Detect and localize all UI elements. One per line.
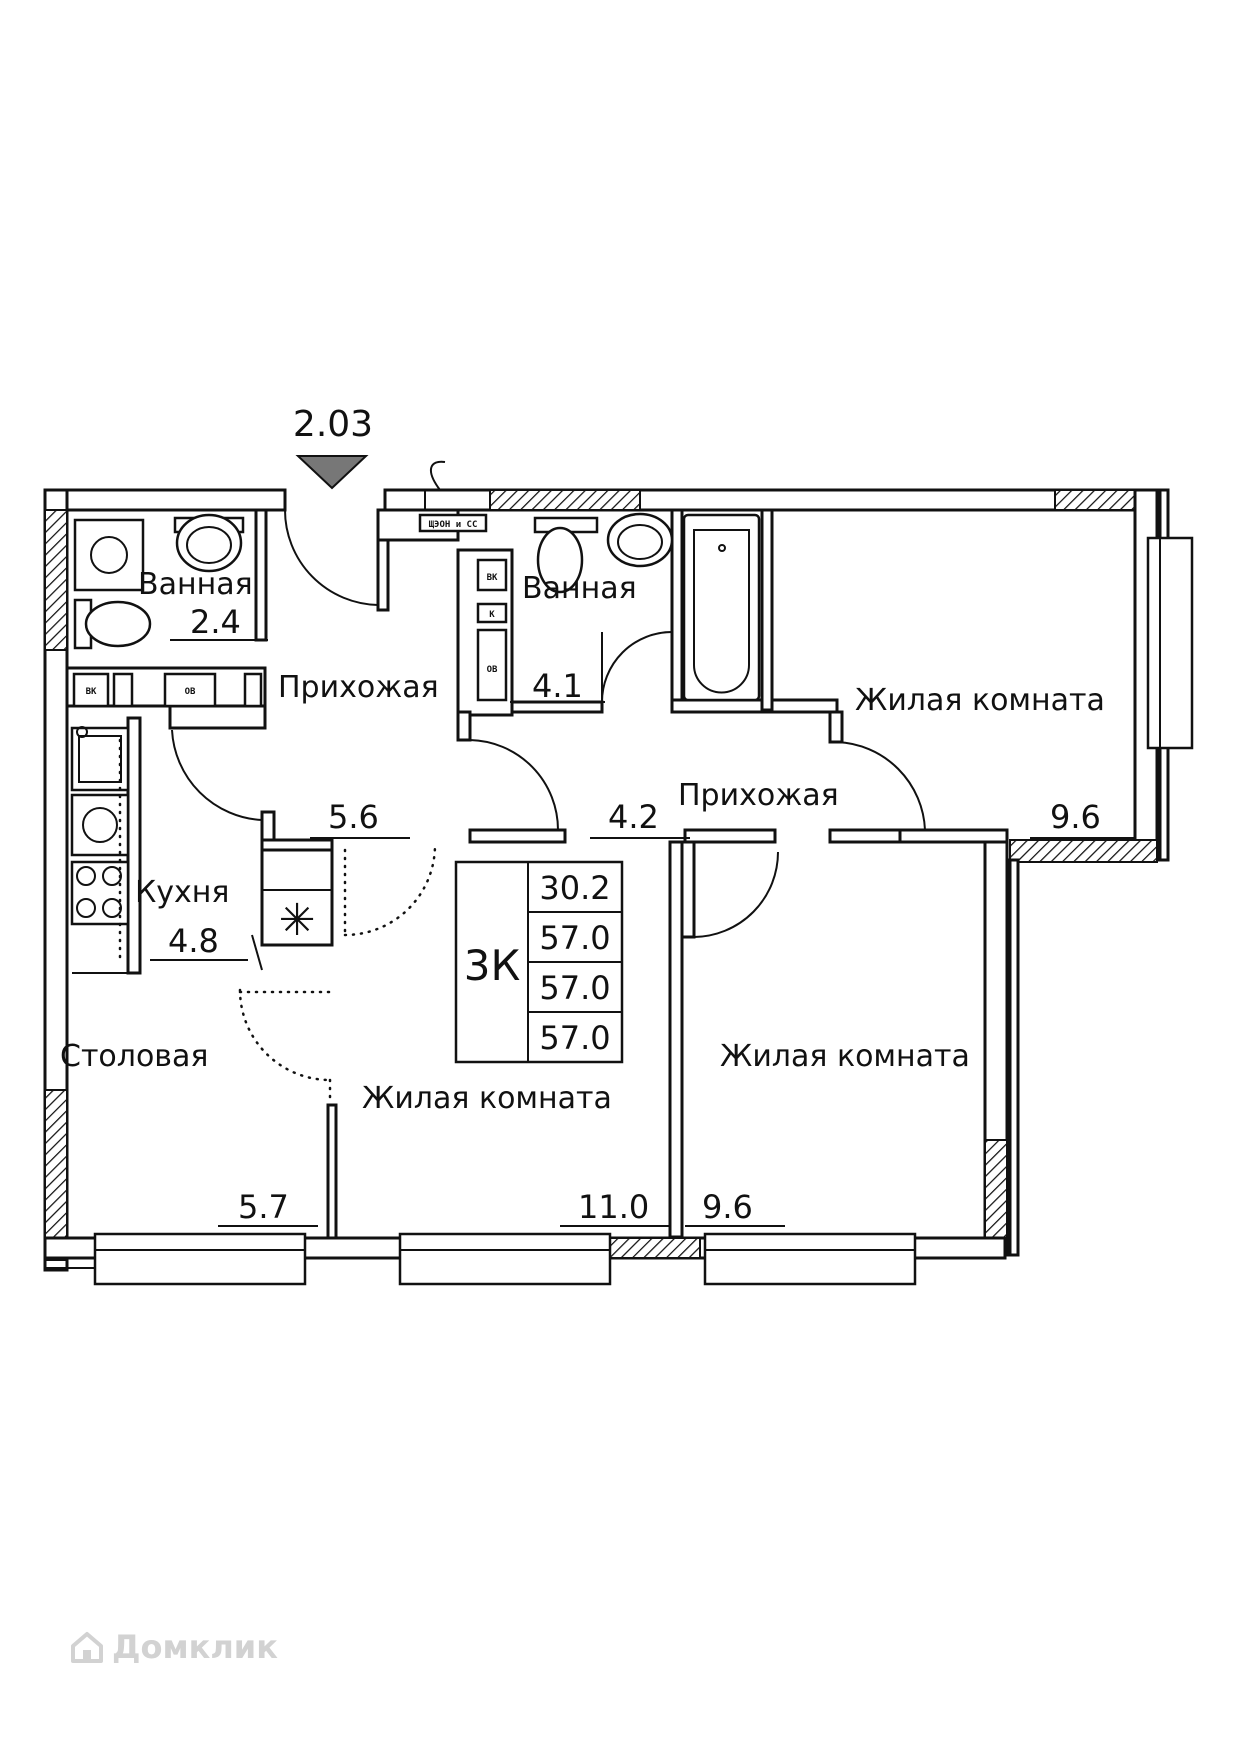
- toilet-icon-2: [536, 526, 584, 594]
- room-name-bath1: Ванная: [138, 567, 253, 602]
- k-label: К: [489, 610, 495, 620]
- room-area-bath1: 2.4: [190, 603, 241, 641]
- window-bedroom-se: [703, 1232, 917, 1286]
- watermark: Домклик: [70, 1628, 278, 1666]
- room-area-hall2: 4.2: [608, 798, 659, 836]
- room-area-bath2: 4.1: [532, 667, 583, 705]
- washing-machine-icon: [73, 518, 145, 592]
- vk-label-2: ВК: [487, 573, 498, 583]
- ov-label: ОВ: [185, 687, 196, 697]
- room-area-dining: 5.7: [238, 1188, 289, 1226]
- windows: [93, 536, 1194, 1286]
- room-name-dining: Столовая: [60, 1039, 208, 1074]
- window-dining: [93, 1232, 307, 1286]
- room-area-bedroom-se: 9.6: [702, 1188, 753, 1226]
- electrical-panel: [418, 513, 488, 533]
- bathtub-icon: [682, 513, 761, 702]
- vk-label: ВК: [86, 687, 97, 697]
- apartment-type: 3К: [464, 941, 521, 990]
- room-name-kitchen: Кухня: [135, 875, 229, 910]
- summary-value-4: 57.0: [539, 1019, 610, 1057]
- window-living: [398, 1232, 612, 1286]
- doors: [171, 509, 926, 1102]
- room-area-living: 11.0: [578, 1188, 649, 1226]
- level-marker: 2.03: [293, 404, 373, 490]
- room-name-hall1: Прихожая: [278, 670, 439, 705]
- summary-value-2: 57.0: [539, 919, 610, 957]
- room-name-bedroom-se: Жилая комната: [720, 1039, 970, 1074]
- room-area-kitchen: 4.8: [168, 922, 219, 960]
- room-name-hall2: Прихожая: [678, 778, 839, 813]
- vent-star-icon: ✳: [279, 895, 316, 946]
- ventilation-block: [260, 848, 334, 947]
- level-triangle-icon: [295, 455, 369, 490]
- ov-label-2: ОВ: [487, 665, 498, 675]
- fixtures: ВК ОВ ✳ ВК К ОВ ЩЭОН и СС: [70, 460, 761, 974]
- summary-value-3: 57.0: [539, 969, 610, 1007]
- panel-label: ЩЭОН и СС: [429, 520, 478, 530]
- level-value: 2.03: [293, 404, 373, 445]
- room-name-bath2: Ванная: [522, 571, 637, 606]
- kitchen-sink-icon: [70, 726, 130, 792]
- watermark-brand: Домклик: [112, 1628, 278, 1666]
- room-area-hall1: 5.6: [328, 798, 379, 836]
- house-icon: [71, 1632, 103, 1663]
- room-area-bedroom-ne: 9.6: [1050, 798, 1101, 836]
- room-name-living: Жилая комната: [362, 1081, 612, 1116]
- toilet-icon: [84, 600, 152, 648]
- summary-table: 3К 30.2 57.0 57.0 57.0: [454, 860, 624, 1064]
- room-labels: Ванная 2.4 Прихожая 5.6 Ванная 4.1 Прихо…: [60, 567, 1135, 1227]
- room-name-bedroom-ne: Жилая комната: [855, 683, 1105, 718]
- summary-value-1: 30.2: [539, 869, 610, 907]
- window-bedroom-ne: [1146, 536, 1194, 750]
